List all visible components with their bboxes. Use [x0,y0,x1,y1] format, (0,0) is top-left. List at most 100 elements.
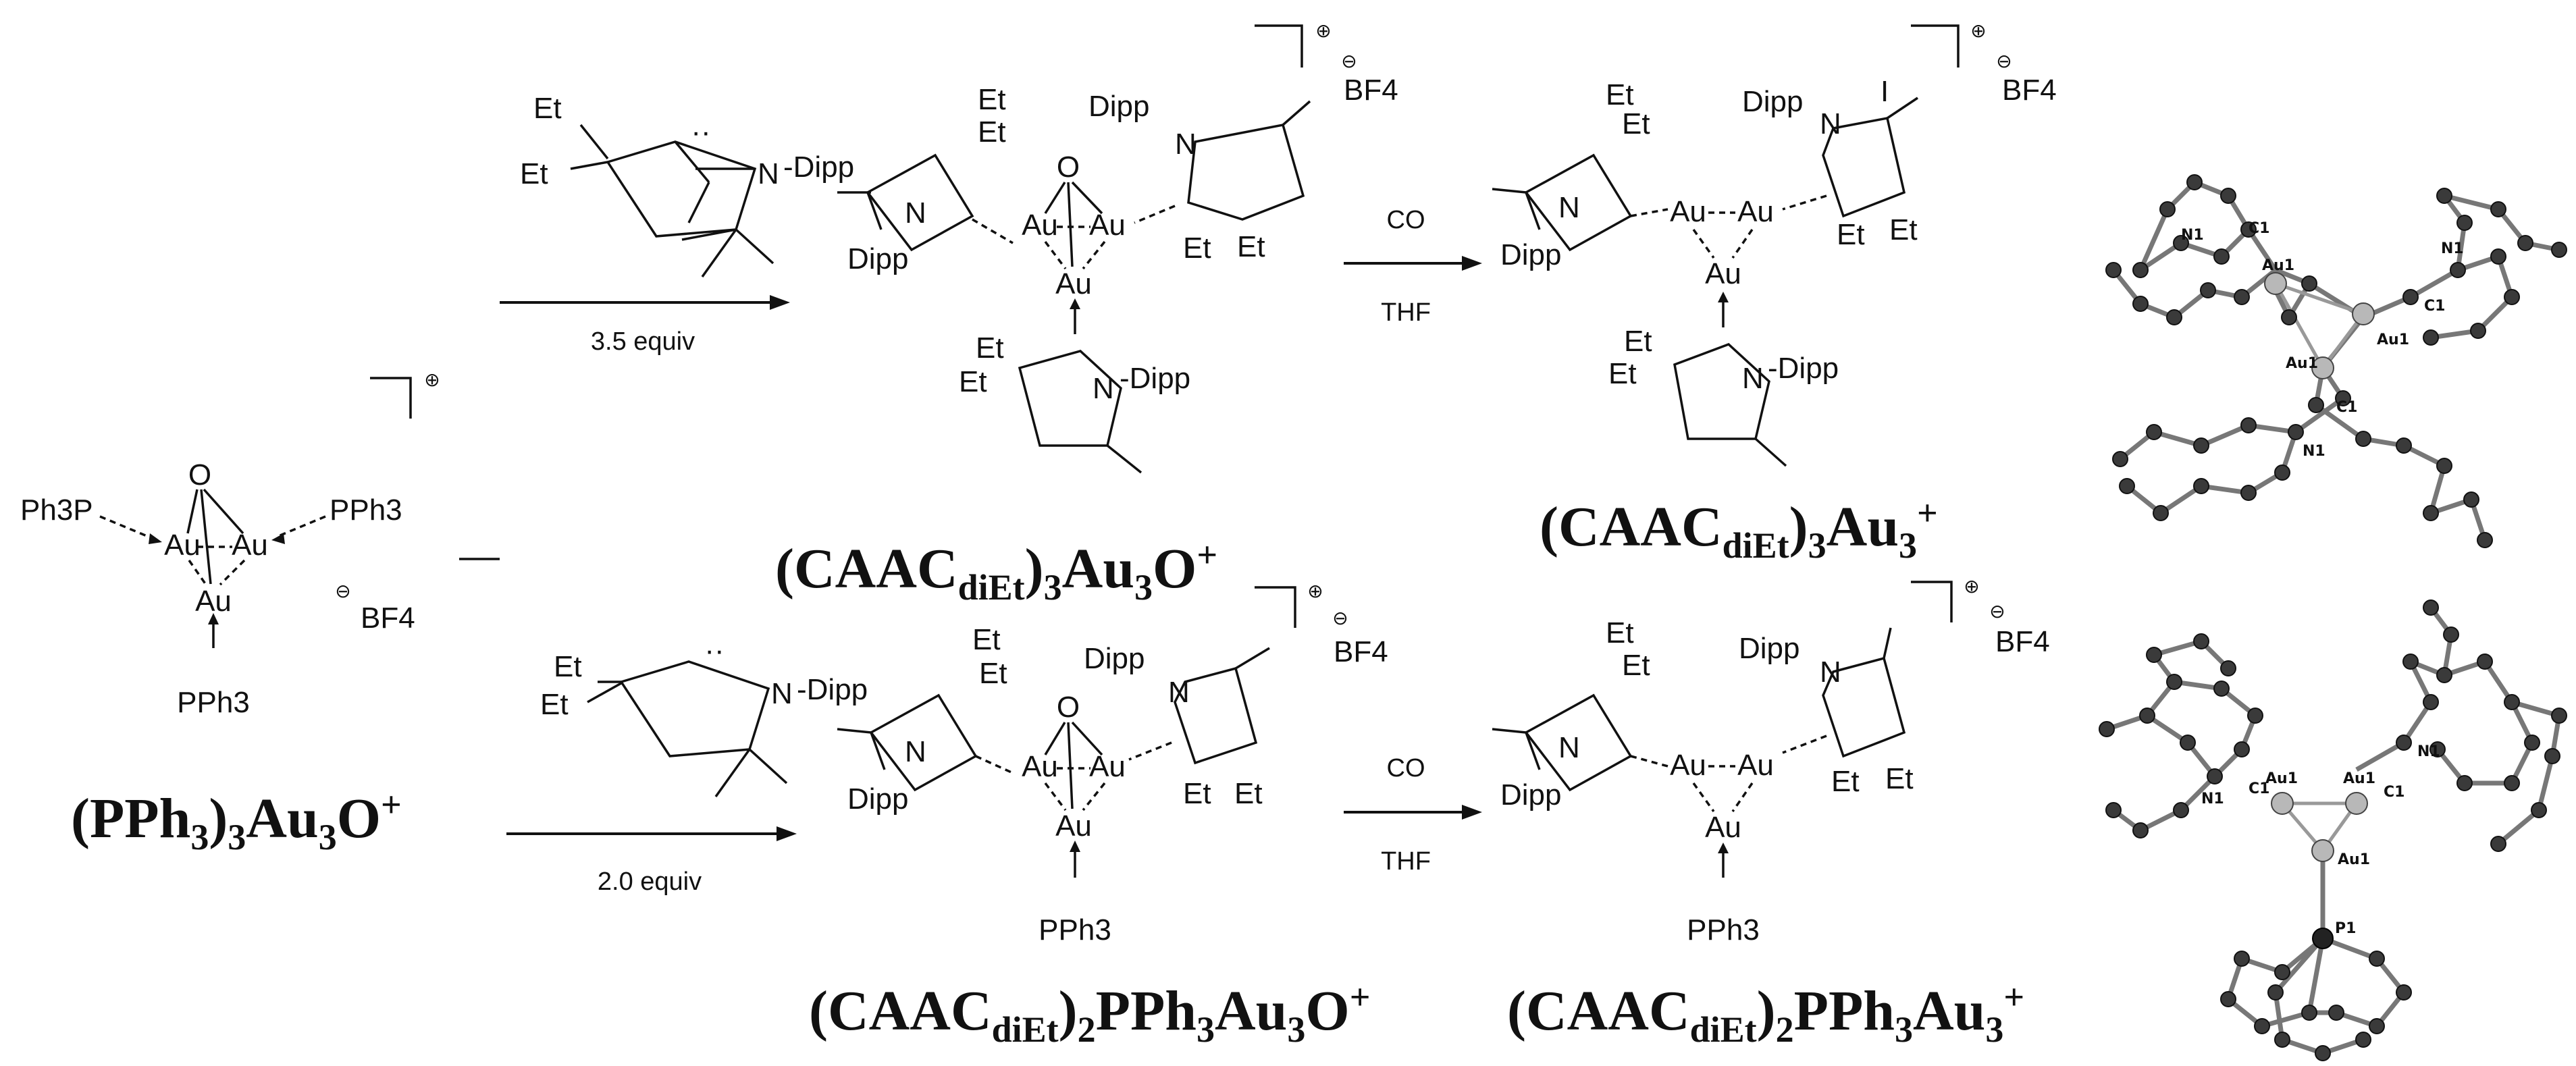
top-reagent-et1: Et [533,92,562,125]
p1-charge: ⊕ [1315,20,1331,41]
p1-right-dipp: Dipp [1088,90,1150,123]
p3-right-dipp: Dipp [1084,642,1145,675]
top-co-arrow: CO THF [1344,206,1482,327]
bottom-reagent-et2: Et [540,688,569,721]
xray-bottom-c1b: C1 [2384,784,2404,801]
start-oxygen: O [188,458,211,491]
top-main-arrow: 3.5 equiv [500,295,790,356]
p3-au-left: Au [1022,750,1058,783]
xray-bottom-n1b: N1 [2417,743,2440,760]
p2-left-et1: Et [1606,78,1634,111]
top-reagent: Et Et N ·· -Dipp [520,92,854,278]
p2-anion-charge: ⊖ [1996,51,2012,72]
xray-top-c1a: C1 [2249,220,2269,237]
start-anion-charge: ⊖ [335,581,350,602]
p2-au-bottom: Au [1705,257,1741,290]
p1-bottom-dipp: -Dipp [1120,362,1190,395]
xray-bottom-p1: P1 [2335,920,2356,937]
p1-oxygen: O [1057,151,1080,184]
p2-bottom-et1: Et [1624,325,1652,358]
p2-au-left: Au [1670,195,1706,228]
xray-bottom-au1a: Au1 [2265,770,2298,787]
p3-left-et1: Et [972,623,1001,656]
p1-au-left: Au [1022,209,1058,242]
p4-au-right: Au [1737,749,1774,782]
product-3: Et Et N Dipp Dipp N Et Et O Au Au Au PPh… [809,581,1388,1050]
p1-anion: BF4 [1344,74,1398,107]
bottom-thf: THF [1381,847,1431,876]
xray-top-c1c: C1 [2336,399,2357,416]
xray-top-n1a: N1 [2181,227,2204,244]
start-anion: BF4 [361,602,415,635]
bottom-reagent-et1: Et [554,650,582,683]
p3-right-et2: Et [1234,777,1263,810]
p4-left-dipp: Dipp [1500,778,1562,811]
p4-charge: ⊕ [1964,576,1979,597]
p1-au-right: Au [1089,209,1126,242]
p3-au-right: Au [1089,750,1126,783]
p2-left-et2: Et [1622,107,1650,140]
p4-right-et1: Et [1831,765,1860,798]
start-ph3p-left: Ph3P [20,494,93,527]
p4-left-et1: Et [1606,616,1634,649]
xray-top-n1c: N1 [2303,443,2325,460]
xray-bottom-c1a: C1 [2249,780,2269,797]
bottom-main-arrow: 2.0 equiv [506,826,797,896]
start-compound-label: (PPh3)3Au3O+ [71,784,402,857]
top-amount: 3.5 equiv [591,327,695,356]
product-4: Et Et N Dipp Dipp N Et Et Au Au Au PPh3 … [1492,576,2050,1050]
p4-left-n: N [1558,731,1580,764]
p4-au-bottom: Au [1705,811,1741,844]
xray-top-n1b: N1 [2441,240,2464,257]
p3-anion: BF4 [1334,635,1388,668]
p2-right-dipp: Dipp [1742,85,1804,118]
top-reagent-n: N [758,157,779,190]
p1-left-n: N [905,196,926,230]
xray-top-au1c: Au1 [2286,355,2318,372]
p2-au-right: Au [1737,195,1774,228]
bottom-reagent: Et Et N ·· -Dipp [540,634,868,798]
p2-right-et1: Et [1837,218,1865,251]
p3-left-dipp: Dipp [847,782,909,816]
top-reagent-lone-pair: ·· [691,115,710,149]
p1-right-et1: Et [1183,232,1211,265]
p4-left-et2: Et [1622,649,1650,682]
p4-pph3: PPh3 [1687,913,1760,947]
p1-left-et1: Et [978,83,1006,116]
bottom-reagent-dipp: -Dipp [797,673,868,706]
starting-complex: O Au Au Au Ph3P PPh3 PPh3 ⊕ ⊖ BF4 (PPh3)… [20,369,500,857]
xray-bottom-n1a: N1 [2201,791,2224,807]
p4-right-dipp: Dipp [1739,632,1800,665]
bottom-co: CO [1387,754,1425,782]
start-au-left: Au [164,529,201,562]
p2-charge: ⊕ [1970,20,1986,41]
p3-left-et2: Et [979,657,1007,690]
p4-au-left: Au [1670,749,1706,782]
xray-structure-bottom: N1 C1 Au1 Au1 C1 N1 Au1 P1 [2099,599,2567,1061]
xray-top-au1a: Au1 [2262,257,2294,274]
top-co: CO [1387,206,1425,234]
p3-left-n: N [905,735,926,768]
xray-top-c1b: C1 [2424,298,2445,315]
p3-right-n: N [1168,676,1190,709]
bottom-amount: 2.0 equiv [598,868,702,896]
start-au-bottom: Au [195,585,232,618]
p2-anion: BF4 [2002,74,2057,107]
product-2: Et Et N Dipp Dipp N Et Et I Au Au Au Et … [1492,20,2057,566]
p4-compound-label: (CAACdiEt)2PPh3Au3+ [1507,977,2024,1050]
p2-left-n: N [1558,191,1580,224]
p3-au-bottom: Au [1055,809,1092,843]
p3-anion-charge: ⊖ [1332,608,1348,629]
p1-left-dipp: Dipp [847,242,909,275]
xray-bottom-au1b: Au1 [2343,770,2375,787]
p2-bottom-et2: Et [1608,357,1637,390]
p4-right-et2: Et [1885,762,1914,795]
p4-anion-charge: ⊖ [1989,601,2005,622]
p2-left-dipp: Dipp [1500,238,1562,271]
xray-bottom-au1c: Au1 [2338,851,2370,868]
p3-charge: ⊕ [1307,581,1323,602]
p3-pph3: PPh3 [1039,913,1111,947]
p1-anion-charge: ⊖ [1341,51,1357,72]
bottom-reagent-n: N [771,677,793,710]
